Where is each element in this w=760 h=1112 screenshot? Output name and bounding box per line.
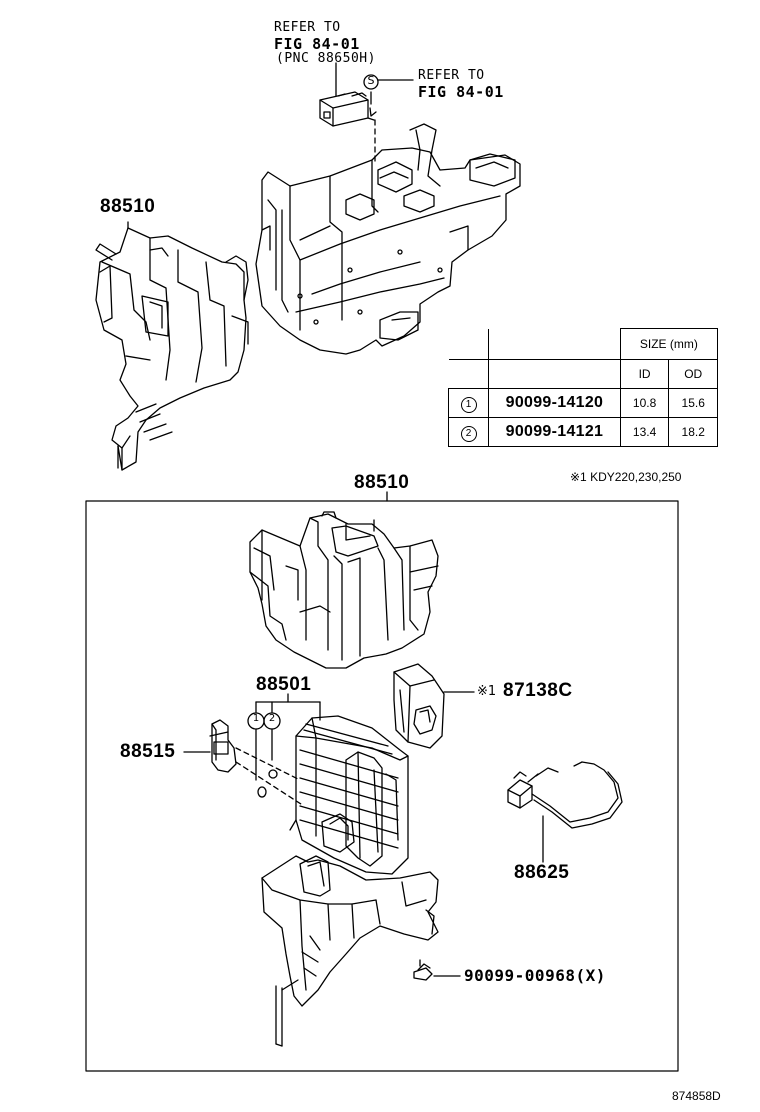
- row-mark-circle: 2: [460, 425, 477, 442]
- part-88510-top[interactable]: 88510: [100, 196, 156, 217]
- refer1-line1: REFER TO: [274, 20, 341, 35]
- refer2-line2: FIG 84-01: [418, 83, 504, 101]
- row-id: 13.4: [619, 417, 670, 447]
- hose-size-table: SIZE (mm) ID OD 1 90099-14120 10.8 15.6 …: [447, 328, 719, 447]
- refer1-line3: (PNC 88650H): [276, 51, 376, 66]
- circle-2-label: 2: [268, 713, 276, 724]
- assembly-frame: [85, 500, 679, 1072]
- part-87138c[interactable]: 87138C: [503, 680, 573, 701]
- relay-module-drawing: [319, 91, 369, 127]
- part-88625[interactable]: 88625: [514, 862, 570, 883]
- lower-case-drawing: [261, 855, 439, 1047]
- leader-88501: [247, 693, 321, 798]
- circle-s-label: S: [367, 74, 375, 87]
- refer2-line1: REFER TO: [418, 68, 485, 83]
- table-row: 1 90099-14120 10.8 15.6: [447, 388, 718, 418]
- size-header: SIZE (mm): [619, 328, 719, 360]
- kdy-note: ※1 KDY220,230,250: [570, 470, 682, 484]
- row-id: 10.8: [619, 388, 670, 418]
- hvac-housing-top-drawing: [255, 123, 521, 355]
- refer1-line2: FIG 84-01: [274, 35, 360, 53]
- table-row: 2 90099-14121 13.4 18.2: [447, 417, 718, 447]
- part-88501[interactable]: 88501: [256, 674, 312, 695]
- row-od: 15.6: [668, 388, 718, 418]
- screw-drawing: [413, 959, 461, 981]
- row-part-number[interactable]: 90099-14121: [488, 417, 621, 447]
- circle-s-shape: [363, 74, 379, 90]
- col-id-header: ID: [619, 359, 670, 389]
- part-88515[interactable]: 88515: [120, 741, 176, 762]
- part-87138c-mark: ※1: [477, 684, 497, 699]
- figure-id: 874858D: [672, 1089, 721, 1103]
- row-od: 18.2: [668, 417, 718, 447]
- evaporator-core-drawing: [289, 715, 409, 875]
- upper-case-drawing: [249, 511, 439, 669]
- row-part-number[interactable]: 90099-14120: [488, 388, 621, 418]
- part-88510-assembly[interactable]: 88510: [354, 472, 410, 493]
- circle-1-label: 1: [252, 713, 260, 724]
- evaporator-case-top-drawing: [95, 221, 249, 471]
- thermistor-88625-drawing: [507, 761, 623, 863]
- row-mark-circle: 1: [460, 396, 477, 413]
- col-od-header: OD: [668, 359, 718, 389]
- part-90099-00968[interactable]: 90099-00968(X): [464, 966, 606, 985]
- relay-87138c-drawing: [393, 663, 475, 749]
- expansion-valve-drawing: [183, 719, 305, 807]
